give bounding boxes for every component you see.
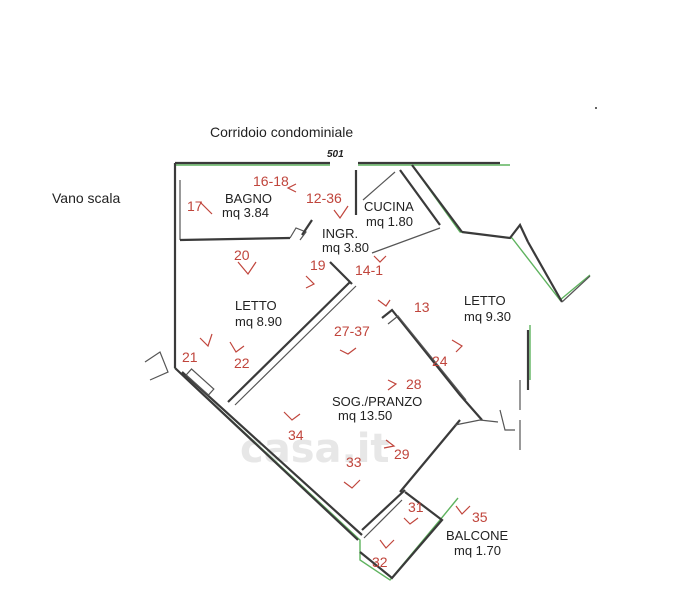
photo-point: 14-1 [355, 262, 383, 278]
photo-point: 34 [288, 427, 304, 443]
photo-point: 28 [406, 376, 422, 392]
photo-point: 17 [187, 198, 203, 214]
walls [144, 161, 591, 580]
room-area: mq 3.80 [322, 240, 369, 255]
photo-point: 21 [182, 349, 198, 365]
photo-point: 12-36 [306, 190, 342, 206]
room-name: SOG./PRANZO [332, 394, 422, 409]
stair-label: Vano scala [52, 190, 120, 206]
room-name: BALCONE [446, 528, 508, 543]
photo-point: 27-37 [334, 323, 370, 339]
photo-direction-markers [199, 183, 471, 549]
photo-point: 22 [234, 355, 250, 371]
room-name: LETTO [235, 298, 277, 313]
room-name: BAGNO [225, 191, 272, 206]
photo-point: 35 [472, 509, 488, 525]
photo-point: 31 [408, 499, 424, 515]
corridor-label: Corridoio condominiale [210, 124, 353, 140]
photo-point: 19 [310, 257, 326, 273]
room-area: mq 8.90 [235, 314, 282, 329]
room-name: CUCINA [364, 199, 414, 214]
photo-point: 16-18 [253, 173, 289, 189]
unit-number: 501 [327, 149, 344, 160]
room-name: INGR. [322, 226, 358, 241]
photo-point: 32 [372, 554, 388, 570]
room-name: LETTO [464, 293, 506, 308]
photo-point: 20 [234, 247, 250, 263]
room-area: mq 13.50 [338, 408, 392, 423]
photo-point: 29 [394, 446, 410, 462]
photo-point: 33 [346, 454, 362, 470]
room-area: mq 9.30 [464, 309, 511, 324]
photo-points: 16-18 17 12-36 20 19 14-1 13 27-37 21 22… [182, 173, 488, 570]
watermark: casa.it [240, 426, 390, 472]
photo-point: 13 [414, 299, 430, 315]
room-area: mq 1.70 [454, 543, 501, 558]
dot-mark [595, 107, 597, 109]
room-area: mq 3.84 [222, 205, 269, 220]
room-labels: BAGNO mq 3.84 CUCINA mq 1.80 INGR. mq 3.… [222, 191, 511, 558]
photo-point: 24 [432, 353, 448, 369]
room-area: mq 1.80 [366, 214, 413, 229]
